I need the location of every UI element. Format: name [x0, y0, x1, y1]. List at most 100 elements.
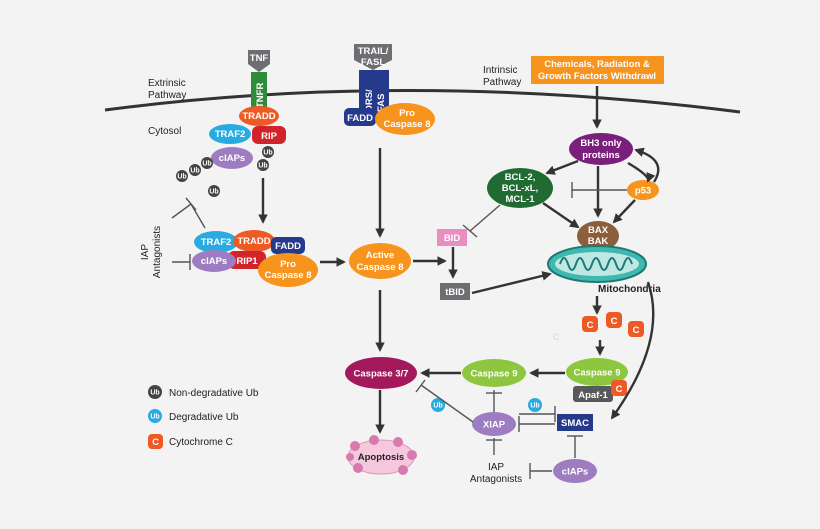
- arrow-bcl-to-bax: [542, 202, 580, 229]
- legend-degradative-icon: [148, 409, 162, 423]
- svg-text:Ub: Ub: [209, 189, 218, 196]
- trail-ligand: [354, 44, 392, 70]
- trail-label-2: FASL: [361, 57, 385, 68]
- traf2-mid: [194, 231, 238, 253]
- active-caspase8-label-2: Caspase 8: [356, 262, 403, 273]
- cell-membrane: [104, 89, 741, 114]
- svg-text:Ub: Ub: [202, 161, 211, 168]
- legend-degradative-label: Degradative Ub: [169, 412, 239, 423]
- bcl-label-1: BCL-2,: [505, 172, 536, 183]
- chemicals-label-2: Growth Factors Withdrawl: [538, 71, 656, 82]
- fadd-top: [344, 108, 376, 126]
- degradative-ub-1: [431, 398, 445, 412]
- bid: [437, 229, 467, 246]
- svg-text:C: C: [633, 325, 640, 336]
- iap-antagonists-left-1: IAP: [140, 244, 151, 260]
- caspase9-left: [462, 359, 526, 387]
- arrow-mito-to-smac: [610, 281, 655, 420]
- drs-label-2: FAS: [376, 94, 387, 112]
- traf2-top-label: TRAF2: [215, 129, 246, 140]
- tradd-top-label: TRADD: [242, 111, 275, 122]
- fadd-top-label: FADD: [347, 113, 373, 124]
- degradative-ub-1-label: Ub: [433, 403, 442, 410]
- caspase9-right: [566, 358, 628, 386]
- svg-text:Ub: Ub: [150, 414, 159, 421]
- xiap: [472, 412, 516, 436]
- svg-text:C: C: [611, 316, 618, 327]
- inhibit-smac-xiap: [518, 406, 556, 432]
- active-caspase8: [349, 243, 411, 279]
- svg-text:Ub: Ub: [150, 390, 159, 397]
- legend: Ub Non-degradative Ub Ub Degradative Ub …: [148, 385, 259, 449]
- tnf-label: TNF: [250, 53, 269, 64]
- ciaps-mid-label: cIAPs: [201, 256, 227, 267]
- ciaps-bottom: [553, 459, 597, 483]
- caspase9-left-label: Caspase 9: [470, 369, 517, 380]
- arrow-p53-to-bh3: [634, 147, 660, 183]
- tnfr-receptor: [251, 72, 267, 112]
- cytosol-label: Cytosol: [148, 126, 181, 137]
- smac: [557, 414, 593, 431]
- tradd-mid: [233, 230, 275, 252]
- arrow-p53-to-bax: [612, 199, 636, 224]
- inhibit-xiap-casp9: [486, 390, 502, 412]
- apaf1: [573, 386, 613, 402]
- chemicals-label-1: Chemicals, Radiation &: [544, 59, 650, 70]
- procaspase8-mid: [258, 253, 318, 287]
- procaspase8-mid-label-2: Caspase 8: [264, 270, 311, 281]
- bax-label: BAX: [588, 225, 609, 236]
- tradd-top: [239, 106, 279, 126]
- legend-cytochrome-icon: [148, 434, 163, 449]
- inhibit-xiap-casp37: [415, 379, 474, 423]
- procaspase8-mid-label-1: Pro: [280, 259, 296, 270]
- svg-text:C: C: [152, 437, 159, 448]
- chemicals-box: [531, 56, 664, 84]
- svg-text:Ub: Ub: [177, 174, 186, 181]
- bcl2-family: [487, 168, 553, 208]
- inhibit-iap-antag-ciaps-bottom: [529, 463, 552, 479]
- legend-non-degradative-icon: [148, 385, 162, 399]
- ciaps-bottom-label: cIAPs: [562, 467, 588, 478]
- procaspase8-top: [375, 103, 435, 135]
- bax-bak: [577, 221, 619, 251]
- arrow-bh3-to-bcl: [545, 159, 579, 175]
- svg-text:C: C: [587, 320, 594, 331]
- iap-antagonists-left-2: Antagonists: [152, 226, 163, 278]
- inhibit-iap-antag-ciaps-top: [171, 197, 206, 229]
- drs-label-1: DRS/: [364, 89, 375, 112]
- rip1-label: RIP1: [236, 256, 258, 267]
- active-caspase8-label-1: Active: [366, 250, 395, 261]
- rip-top: [252, 126, 286, 144]
- svg-text:Ub: Ub: [263, 150, 272, 157]
- bcl-label-3: MCL-1: [505, 194, 535, 205]
- svg-text:Ub: Ub: [190, 168, 199, 175]
- fadd-mid-label: FADD: [275, 241, 301, 252]
- xiap-label: XIAP: [483, 420, 506, 431]
- smac-label: SMAC: [561, 418, 589, 429]
- cytochrome-c-apaf: [611, 380, 627, 396]
- mitochondria-label: Mitochondria: [598, 284, 661, 295]
- extrinsic-pathway-label: Pathway: [148, 90, 186, 101]
- legend-non-degradative-label: Non-degradative Ub: [169, 388, 259, 399]
- inhibit-iap-antag-xiap: [486, 438, 502, 455]
- p53-label: p53: [635, 186, 651, 197]
- caspase9-right-label: Caspase 9: [573, 368, 620, 379]
- inhibit-bcl-bid: [462, 204, 501, 238]
- cytochrome-c-faint: C: [553, 332, 560, 342]
- p53: [627, 180, 659, 200]
- tnf-ligand: [248, 50, 270, 72]
- arrow-bh3-loop: [627, 161, 656, 183]
- bak-label: BAK: [588, 236, 609, 247]
- inhibit-p53-bcl: [571, 182, 627, 198]
- traf2-top: [209, 124, 251, 144]
- intrinsic-pathway-label: Pathway: [483, 77, 521, 88]
- cytochrome-c-apaf-label: C: [616, 384, 623, 395]
- bh3-label-2: proteins: [582, 150, 619, 161]
- extrinsic-label: Extrinsic: [148, 78, 186, 89]
- inhibit-ciaps-smac: [567, 435, 583, 458]
- apoptosis-label: Apoptosis: [358, 452, 404, 463]
- tbid: [440, 283, 470, 300]
- svg-text:Ub: Ub: [258, 163, 267, 170]
- caspase37-label: Caspase 3/7: [354, 369, 409, 380]
- apaf1-label: Apaf-1: [578, 390, 608, 401]
